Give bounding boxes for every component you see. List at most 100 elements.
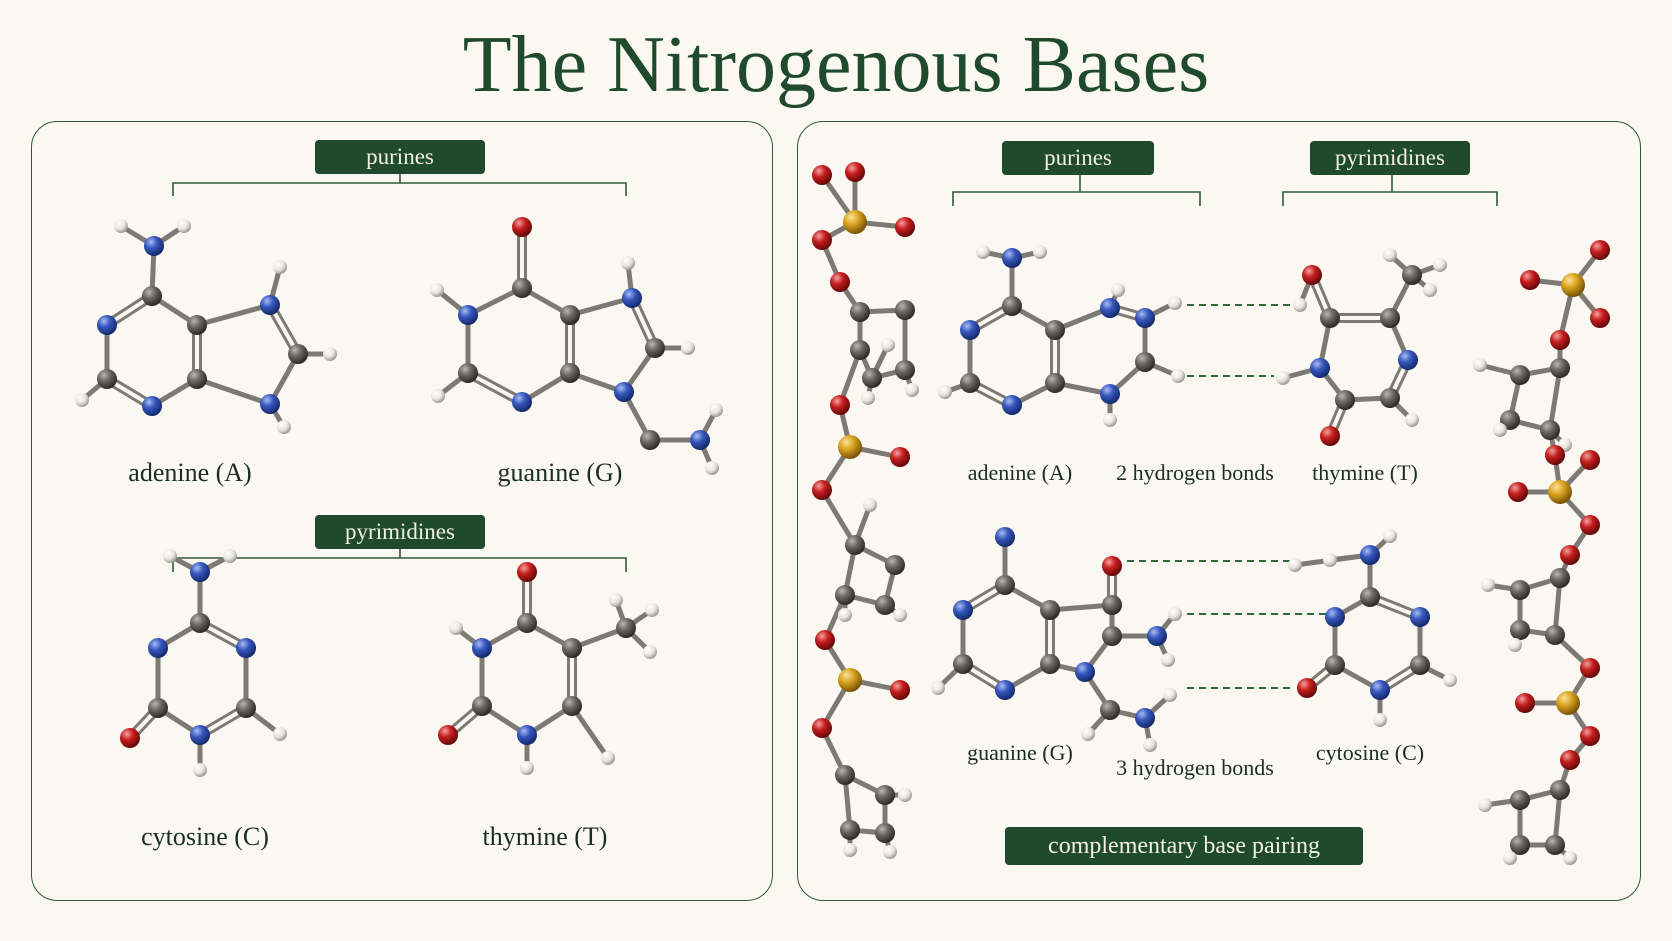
carbon-atom bbox=[1380, 308, 1400, 328]
carbon-atom bbox=[187, 369, 207, 389]
hydrogen-atom bbox=[643, 645, 657, 659]
phosphorus-atom bbox=[1561, 273, 1585, 297]
hydrogen-atom bbox=[1563, 851, 1577, 865]
hydrogen-atom bbox=[430, 283, 444, 297]
nitrogen-atom bbox=[1398, 350, 1418, 370]
hydrogen-atom bbox=[645, 603, 659, 617]
carbon-atom bbox=[148, 698, 168, 718]
carbon-atom bbox=[1102, 626, 1122, 646]
carbon-atom bbox=[1545, 625, 1565, 645]
hydrogen-atom bbox=[223, 549, 237, 563]
oxygen-atom bbox=[895, 217, 915, 237]
hydrogen-atom bbox=[1443, 673, 1457, 687]
carbon-atom bbox=[850, 302, 870, 322]
carbon-atom bbox=[458, 363, 478, 383]
hydrogen-atom bbox=[681, 341, 695, 355]
cytosine-molecule bbox=[120, 549, 287, 777]
carbon-atom bbox=[187, 315, 207, 335]
hydrogen-atom bbox=[431, 389, 445, 403]
carbon-atom bbox=[97, 369, 117, 389]
nitrogen-atom bbox=[1075, 662, 1095, 682]
nitrogen-atom bbox=[1100, 384, 1120, 404]
hydrogen-atom bbox=[1103, 413, 1117, 427]
carbon-atom bbox=[562, 696, 582, 716]
pyrimidines-bracket bbox=[172, 547, 627, 572]
carbon-atom bbox=[1325, 655, 1345, 675]
nitrogen-atom bbox=[614, 382, 634, 402]
carbon-atom bbox=[875, 595, 895, 615]
carbon-atom bbox=[1510, 365, 1530, 385]
hydrogen-atom bbox=[1433, 258, 1447, 272]
nitrogen-atom bbox=[953, 600, 973, 620]
carbon-atom bbox=[1045, 320, 1065, 340]
hydrogen-atom bbox=[938, 385, 952, 399]
hydrogen-atom bbox=[1383, 248, 1397, 262]
carbon-atom bbox=[895, 360, 915, 380]
nitrogen-atom bbox=[1410, 607, 1430, 627]
hydrogen-atom bbox=[75, 393, 89, 407]
hydrogen-atom bbox=[1323, 553, 1337, 567]
hydrogen-atom bbox=[861, 391, 875, 405]
hydrogen-atom bbox=[1288, 558, 1302, 572]
bases-classification-panel bbox=[31, 121, 773, 901]
oxygen-atom bbox=[812, 718, 832, 738]
phosphorus-atom bbox=[843, 210, 867, 234]
nitrogen-atom bbox=[1147, 626, 1167, 646]
nitrogen-atom bbox=[512, 392, 532, 412]
hydrogen-atom bbox=[1383, 529, 1397, 543]
carbon-atom bbox=[190, 613, 210, 633]
carbon-atom bbox=[1545, 835, 1565, 855]
bond bbox=[567, 295, 635, 318]
carbon-atom bbox=[895, 300, 915, 320]
hydrogen-atom bbox=[898, 788, 912, 802]
nitrogen-atom bbox=[190, 562, 210, 582]
hydrogen-atom bbox=[520, 761, 534, 775]
nitrogen-atom bbox=[517, 725, 537, 745]
carbon-atom bbox=[850, 340, 870, 360]
nitrogen-atom bbox=[260, 295, 280, 315]
carbon-atom bbox=[560, 305, 580, 325]
adenine-label: adenine (A) bbox=[128, 458, 252, 487]
hydrogen-atom bbox=[1423, 283, 1437, 297]
hydrogen-atom bbox=[449, 621, 463, 635]
hydrogen-atom bbox=[705, 461, 719, 475]
purines-tag: purines bbox=[315, 140, 485, 174]
carbon-atom bbox=[1320, 308, 1340, 328]
bond bbox=[265, 305, 297, 358]
carbon-atom bbox=[995, 575, 1015, 595]
oxygen-atom bbox=[512, 217, 532, 237]
hydrogen-atom bbox=[883, 845, 897, 859]
hydrogen-atom bbox=[323, 347, 337, 361]
adenine-molecule bbox=[75, 219, 337, 434]
nitrogen-atom bbox=[960, 320, 980, 340]
oxygen-atom bbox=[1297, 678, 1317, 698]
right-adenine-label: adenine (A) bbox=[967, 460, 1073, 485]
hydrogen-atom bbox=[601, 751, 615, 765]
phosphorus-atom bbox=[1556, 691, 1580, 715]
hydrogen-atom bbox=[1168, 607, 1182, 621]
right-cytosine-label: cytosine (C) bbox=[1315, 740, 1425, 765]
oxygen-atom bbox=[1102, 556, 1122, 576]
nitrogen-atom bbox=[1100, 298, 1120, 318]
carbon-atom bbox=[562, 638, 582, 658]
carbon-atom bbox=[862, 368, 882, 388]
oxygen-atom bbox=[1302, 265, 1322, 285]
carbon-atom bbox=[288, 344, 308, 364]
left-backbone bbox=[812, 162, 919, 859]
hydrogen-atom bbox=[609, 593, 623, 607]
hydrogen-atom bbox=[1503, 851, 1517, 865]
nitrogen-atom bbox=[1002, 395, 1022, 415]
carbon-atom bbox=[1360, 587, 1380, 607]
oxygen-atom bbox=[1590, 308, 1610, 328]
at-hydrogen-bonds-label: 2 hydrogen bonds bbox=[1116, 460, 1274, 485]
thymine-molecule bbox=[438, 562, 659, 775]
right-pyrimidines-bracket bbox=[1282, 175, 1498, 206]
nitrogen-atom bbox=[458, 305, 478, 325]
bond bbox=[819, 487, 858, 548]
oxygen-atom bbox=[1580, 450, 1600, 470]
hydrogen-atom bbox=[1508, 638, 1522, 652]
phosphorus-atom bbox=[1548, 480, 1572, 504]
carbon-atom bbox=[1002, 296, 1022, 316]
hydrogen-atom bbox=[1111, 283, 1125, 297]
carbon-atom bbox=[1510, 835, 1530, 855]
